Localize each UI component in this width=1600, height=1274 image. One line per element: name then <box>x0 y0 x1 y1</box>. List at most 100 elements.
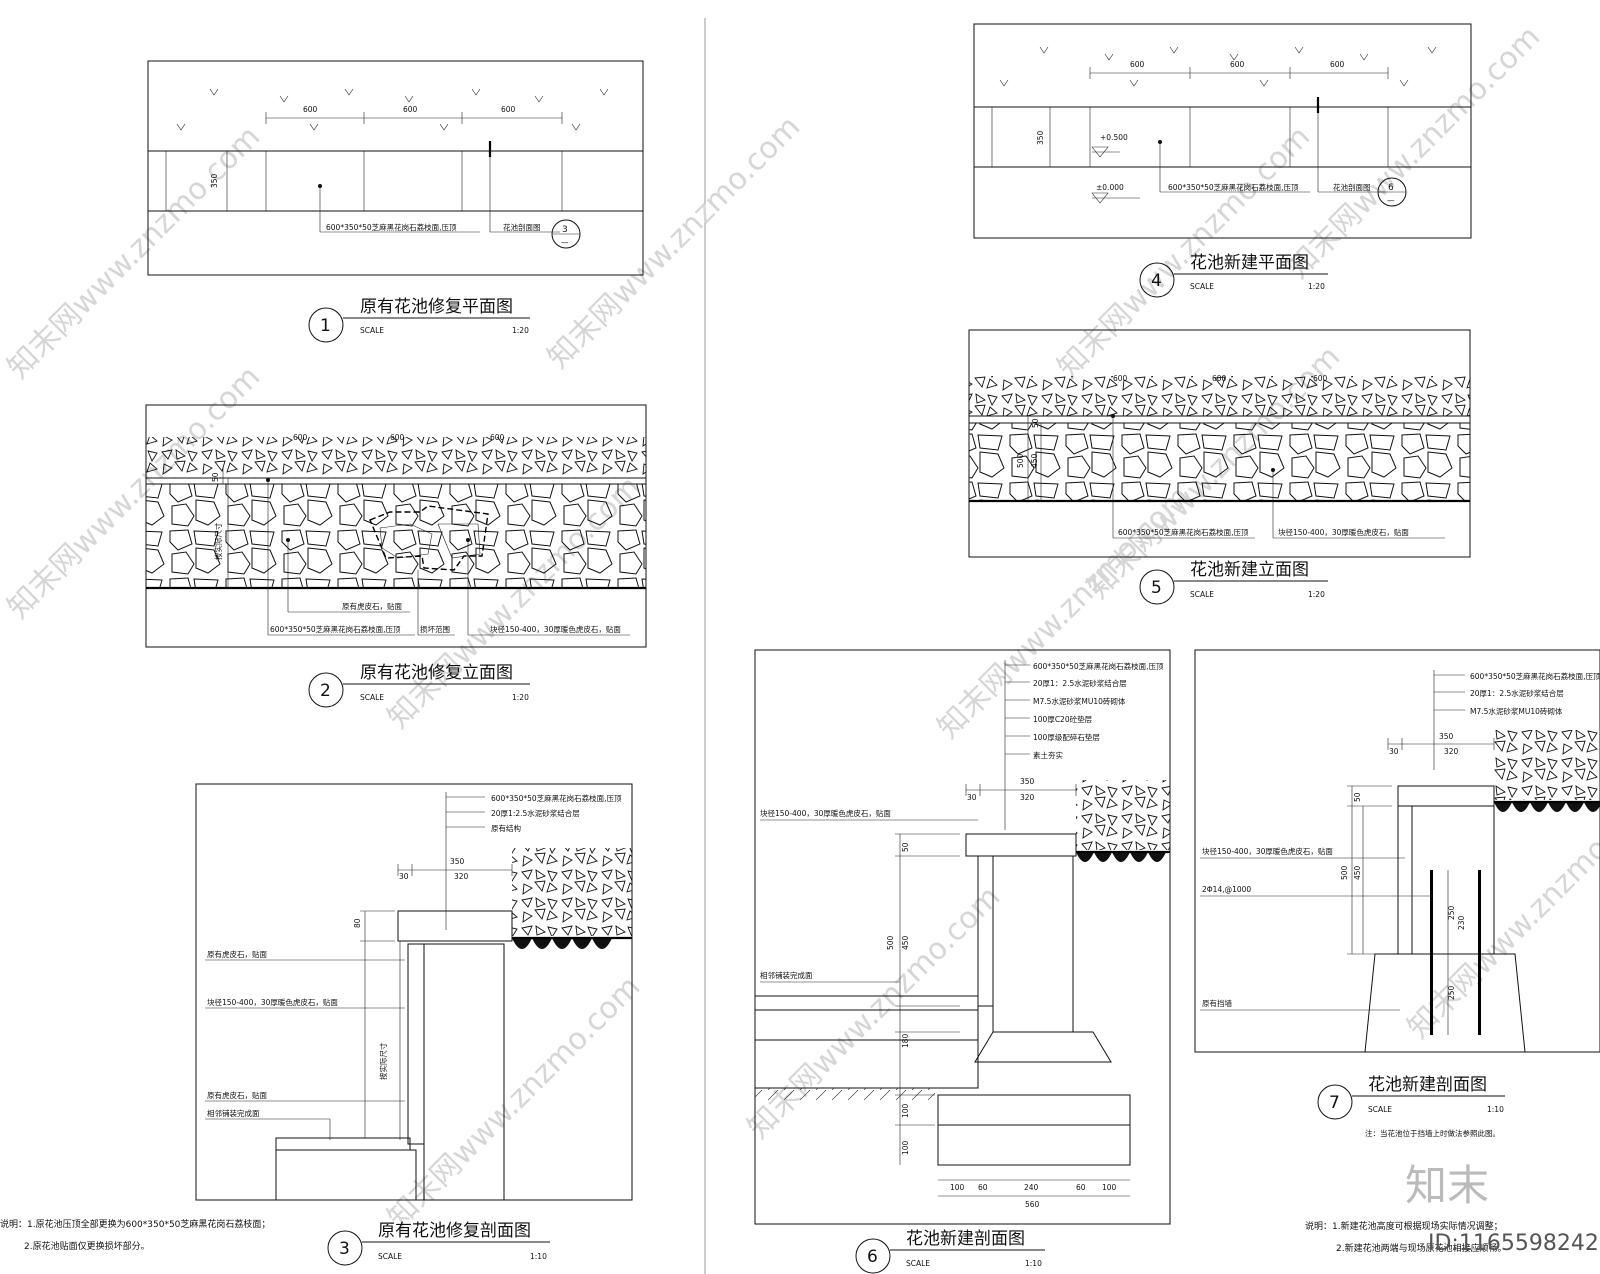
drawing-title: 花池新建立面图 <box>1190 560 1309 580</box>
layer-label: M7.5水泥砂浆MU10砖砌体 <box>1470 706 1563 716</box>
drawing-number: 4 <box>1151 271 1162 291</box>
section-ref-label: 花池剖面图 <box>503 222 541 232</box>
watermark-text: 知末网www.znzmo.com <box>541 109 807 375</box>
dimension-label: 80 <box>353 918 362 928</box>
callout-label: 600*350*50芝麻黑花岗石荔枝面,压顶 <box>1118 527 1249 537</box>
scale-value: 1:10 <box>1487 1105 1504 1114</box>
layer-label: 600*350*50芝麻黑花岗石荔枝面,压顶 <box>1470 671 1600 681</box>
dimension-label: 320 <box>454 872 469 881</box>
callout-label: 块径150-400，30厚暖色虎皮石，贴面 <box>490 624 621 634</box>
dimension-label: 60 <box>1076 1183 1086 1192</box>
drawing-number: 6 <box>867 1247 878 1267</box>
note-line: 说明：1.原花池压顶全部更换为600*350*50芝麻黑花岗石荔枝面； <box>0 1218 270 1230</box>
layer-label: 20厚1：2.5水泥砂浆结合层 <box>1470 688 1564 698</box>
layer-label: 素土夯实 <box>1033 750 1063 760</box>
cap-label: 600*350*50芝麻黑花岗石荔枝面,压顶 <box>326 222 457 232</box>
grass-symbols <box>176 88 609 131</box>
callout-label: 块径150-400，30厚暖色虎皮石，贴面 <box>760 808 891 818</box>
layer-label: 原有结构 <box>491 823 521 833</box>
dimension-label: 600 <box>490 433 505 442</box>
callout-label: 原有虎皮石，贴面 <box>207 949 267 959</box>
drawing-5-elevation: 600 600 600 50 500 450 600*350*50芝麻黑花岗石荔… <box>968 329 1471 558</box>
drawing-6-section: 600*350*50芝麻黑花岗石荔枝面,压顶 20厚1：2.5水泥砂浆结合层 M… <box>754 649 1171 1225</box>
dimension-label: 500 <box>1016 453 1025 468</box>
scale-value: 1:20 <box>1308 282 1325 291</box>
level-label: +0.500 <box>1100 133 1128 142</box>
callout-label: 块径150-400，30厚暖色虎皮石，贴面 <box>207 997 338 1007</box>
drawing-title: 花池新建剖面图 <box>1368 1075 1487 1095</box>
dimension-label: 450 <box>1030 453 1039 468</box>
layer-label: 600*350*50芝麻黑花岗石荔枝面,压顶 <box>1033 661 1164 671</box>
dimension-label: 230 <box>1457 915 1466 930</box>
dimension-label: 350 <box>1439 732 1454 741</box>
note-line: 2.新建花池两端与现场原花池相接应顺畅。 <box>1336 1242 1507 1254</box>
scale-word: SCALE <box>360 693 384 702</box>
drawing-number: 3 <box>339 1239 350 1259</box>
dimension-label: 600 <box>293 433 308 442</box>
scale-value: 1:10 <box>530 1252 547 1261</box>
scale-value: 1:20 <box>512 693 529 702</box>
layer-label: M7.5水泥砂浆MU10砖砌体 <box>1033 696 1126 706</box>
dimension-label: 320 <box>1020 793 1035 802</box>
callout-label: 块径150-400，30厚暖色虎皮石，贴面 <box>1278 527 1409 537</box>
drawing-title: 花池新建平面图 <box>1190 253 1309 273</box>
watermark-text: 知末网www.znzmo.com <box>381 969 647 1235</box>
damage-range-outline <box>369 505 489 571</box>
cap-label: 600*350*50芝麻黑花岗石荔枝面,压顶 <box>1168 182 1299 192</box>
drawing-title: 原有花池修复剖面图 <box>378 1221 531 1241</box>
note-under-title: 注：当花池位于挡墙上时做法参照此图。 <box>1365 1128 1500 1138</box>
actual-size-label: 按实际尺寸 <box>378 1042 388 1080</box>
callout-label: 相邻铺装完成面 <box>760 970 813 980</box>
dimension-label: 320 <box>1444 747 1459 756</box>
title-block-2: 2 原有花池修复立面图 SCALE 1:20 <box>308 663 530 708</box>
plan-frame <box>147 60 644 276</box>
dimension-label: 600 <box>403 105 418 114</box>
drawing-4-plan: 600 600 600 350 +0.500 ±0.000 600*350*50… <box>973 23 1472 239</box>
drawing-7-section: 600*350*50芝麻黑花岗石荔枝面,压顶 20厚1：2.5水泥砂浆结合层 M… <box>1194 649 1600 1053</box>
dimension-label: 600 <box>390 433 405 442</box>
level-label: ±0.000 <box>1096 183 1124 192</box>
drawing-number: 5 <box>1151 578 1162 598</box>
callout-label: 块径150-400，30厚暖色虎皮石，贴面 <box>1202 846 1333 856</box>
scale-word: SCALE <box>1368 1105 1392 1114</box>
dimension-label: 600 <box>303 105 318 114</box>
callout-label: 相邻铺装完成面 <box>207 1108 260 1118</box>
dimension-label: 50 <box>901 842 910 852</box>
drawing-number: 7 <box>1329 1093 1340 1113</box>
title-block-4: 4 花池新建平面图 SCALE 1:20 <box>1139 253 1328 298</box>
layer-label: 600*350*50芝麻黑花岗石荔枝面,压顶 <box>491 793 622 803</box>
callout-label: 2Φ14,@1000 <box>1202 885 1251 894</box>
title-block-7: 7 花池新建剖面图 SCALE 1:10 注：当花池位于挡墙上时做法参照此图。 <box>1317 1075 1505 1138</box>
dimension-label: 600 <box>1113 374 1128 383</box>
scale-value: 1:10 <box>1025 1259 1042 1268</box>
note-line: 说明：1.新建花池高度可根据现场实际情况调整； <box>1305 1220 1503 1232</box>
drawing-2-elevation: 按实际尺寸 50 600 600 600 原有虎皮石，贴面 600*350*50… <box>145 404 647 648</box>
dimension-label: 600 <box>1330 60 1345 69</box>
dimension-label: 50 <box>211 472 220 482</box>
dimension-label: 50 <box>1031 418 1040 428</box>
section-ref-number: 6 <box>1388 183 1394 193</box>
dimension-label: 560 <box>1025 1200 1040 1209</box>
dimension-label: 350 <box>1020 777 1035 786</box>
drawing-number: 2 <box>320 681 331 701</box>
dimension-label: 30 <box>399 872 409 881</box>
section-ref-number: 3 <box>562 225 568 235</box>
dimension-label: 60 <box>978 1183 988 1192</box>
dimension-label: 100 <box>901 1140 910 1155</box>
dimension-label: 30 <box>967 793 977 802</box>
image-id-watermark: ID:1165598242 <box>1428 1231 1599 1256</box>
dimension-label: 600 <box>1130 60 1145 69</box>
dimension-label: 50 <box>1353 792 1362 802</box>
drawing-3-section: 600*350*50芝麻黑花岗石荔枝面,压顶 20厚1:2.5水泥砂浆结合层 原… <box>195 783 633 1201</box>
dimension-label: 350 <box>1036 130 1045 145</box>
title-block-3: 3 原有花池修复剖面图 SCALE 1:10 <box>327 1221 550 1266</box>
callout-label: 600*350*50芝麻黑花岗石荔枝面,压顶 <box>270 624 401 634</box>
section-ref-label: 花池剖面图 <box>1333 182 1371 192</box>
callout-label: 原有虎皮石，贴面 <box>342 601 402 611</box>
dimension-label: 600 <box>1212 374 1227 383</box>
dimension-label: 500 <box>1340 865 1349 880</box>
dimension-label: 450 <box>901 935 910 950</box>
dimension-label: 100 <box>950 1183 965 1192</box>
actual-size-label: 按实际尺寸 <box>213 522 223 560</box>
